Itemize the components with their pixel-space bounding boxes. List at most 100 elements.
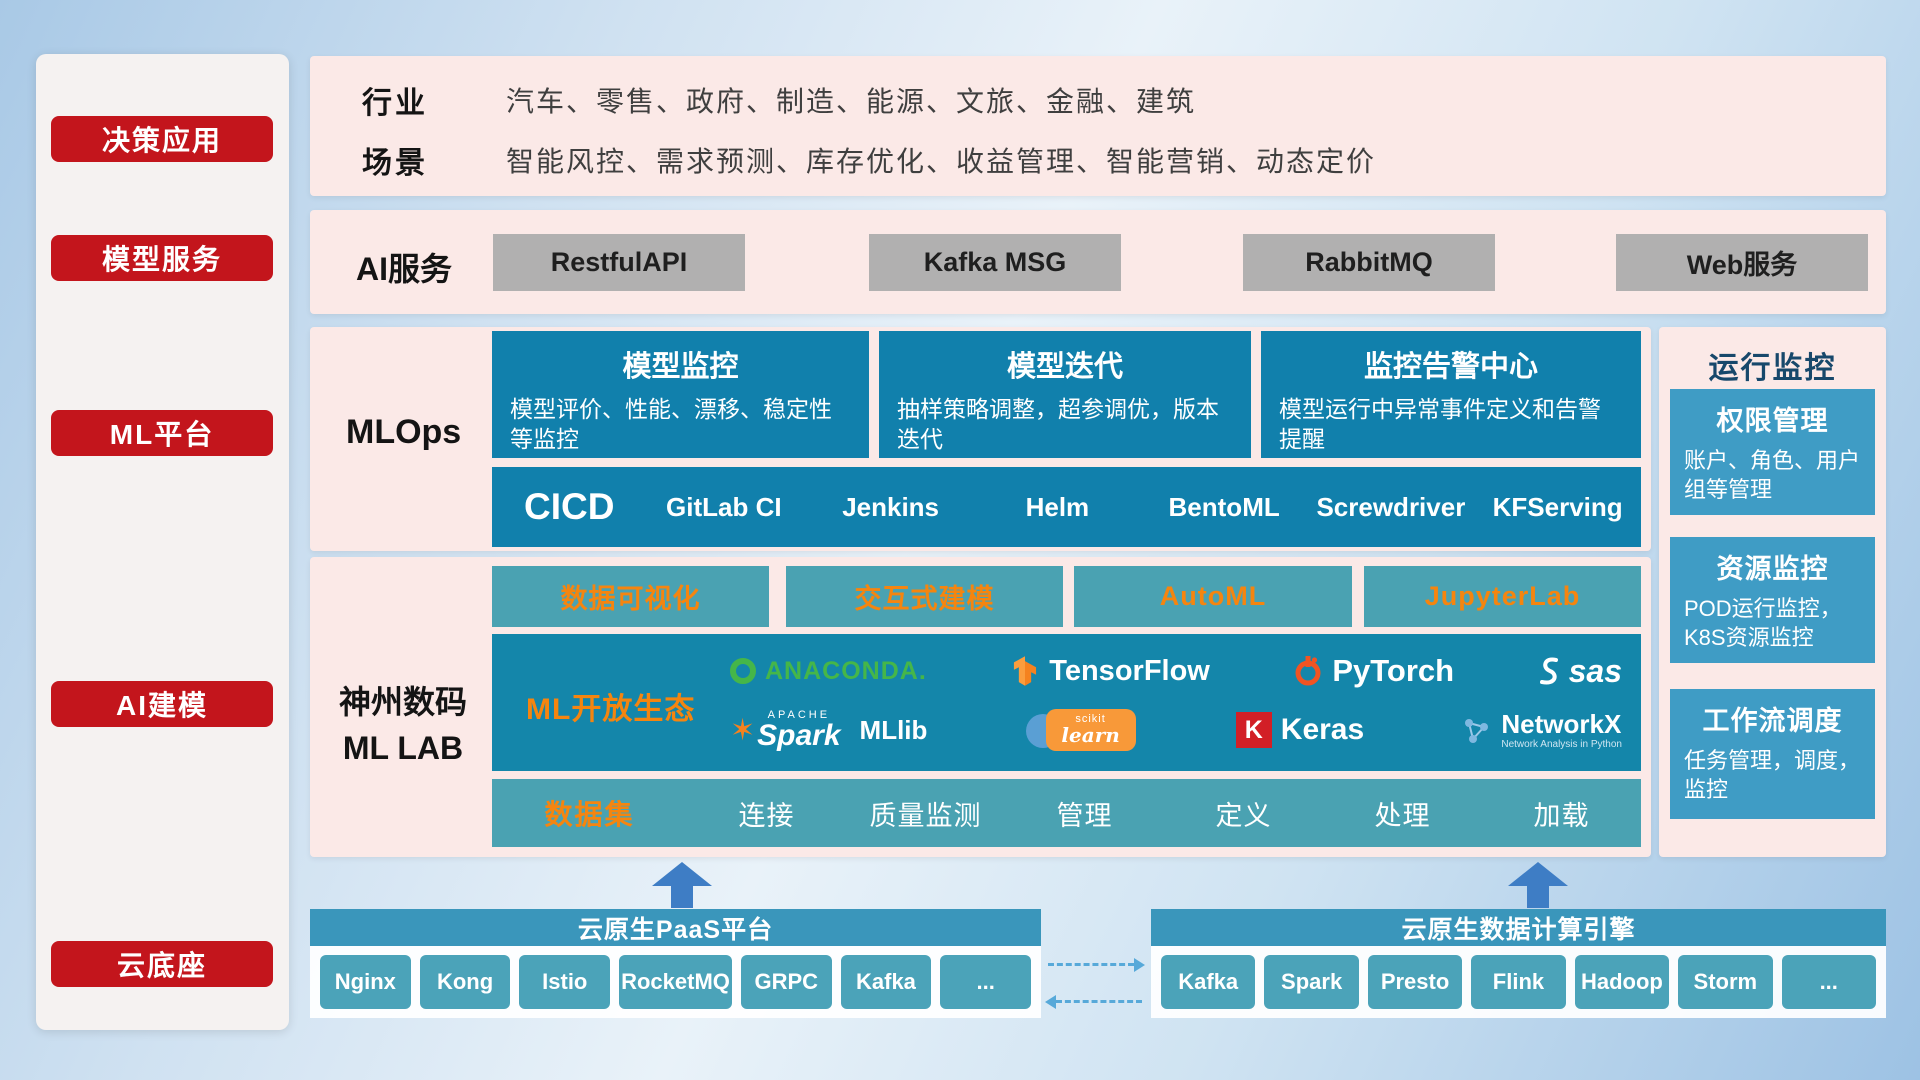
ml-lab-panel: 神州数码 ML LAB 数据可视化 交互式建模 AutoML JupyterLa… [310,557,1651,857]
left-layer-sidebar: 决策应用 模型服务 ML平台 AI建模 云底座 [36,54,289,1030]
card-alert-center: 监控告警中心 模型运行中异常事件定义和告警提醒 [1261,331,1641,458]
cicd-bar: CICD GitLab CI Jenkins Helm BentoML Scre… [492,467,1641,547]
sas-icon [1539,657,1558,685]
networkx-subtitle: Network Analysis in Python [1501,738,1622,750]
card-title: 资源监控 [1716,554,1829,584]
dashed-arrow-right [1048,958,1145,972]
dataset-row: 数据集 连接 质量监测 管理 定义 处理 加载 [492,779,1641,847]
card-title: 权限管理 [1716,406,1829,436]
card-title: 工作流调度 [1702,706,1843,736]
up-arrow-right [1506,862,1570,913]
tool-interactive-modeling: 交互式建模 [786,566,1063,627]
cicd-tool-gitlab: GitLab CI [666,491,782,522]
ecosystem-logo-row-2: ✶ APACHE Spark MLlib scikit learn [730,702,1622,758]
service-rabbitmq: RabbitMQ [1243,234,1495,291]
industry-label: 行业 [362,87,428,120]
industry-list: 汽车、零售、政府、制造、能源、文旅、金融、建筑 [506,86,1197,117]
chip-kong: Kong [419,955,511,1009]
tensorflow-label: TensorFlow [1049,654,1210,687]
card-title: 监控告警中心 [1363,351,1538,383]
pytorch-icon [1295,656,1321,686]
scikit-label: scikit [1075,713,1106,725]
pytorch-label: PyTorch [1332,653,1455,688]
cicd-tool-jenkins: Jenkins [842,491,940,522]
card-workflow-scheduler: 工作流调度 任务管理，调度，监控 [1670,689,1875,819]
scikit-learn-badge: scikit learn [1045,709,1136,751]
networkx-icon [1465,719,1489,743]
paas-platform-title: 云原生PaaS平台 [310,909,1041,946]
dataset-manage: 管理 [1056,800,1113,831]
card-desc: POD运行监控，K8S资源监控 [1684,596,1842,651]
spark-label: Spark [757,718,841,752]
tensorflow-icon [1014,656,1037,686]
anaconda-icon [730,658,756,684]
networkx-logo: NetworkX Network Analysis in Python [1462,710,1622,750]
card-resource-monitor: 资源监控 POD运行监控，K8S资源监控 [1670,537,1875,663]
chip-nginx: Nginx [320,955,411,1009]
card-desc: 抽样策略调整，超参调优，版本迭代 [897,396,1219,453]
brand-line2: ML LAB [342,730,464,767]
dataset-process: 处理 [1374,800,1431,831]
chip-rocketmq: RocketMQ [619,955,732,1009]
card-permission-mgmt: 权限管理 账户、角色、用户组等管理 [1670,389,1875,515]
sas-label: sas [1568,652,1622,689]
scene-list: 智能风控、需求预测、库存优化、收益管理、智能营销、动态定价 [506,146,1377,177]
card-desc: 任务管理，调度，监控 [1684,748,1861,803]
chip-hadoop: Hadoop [1574,955,1670,1009]
keras-label: Keras [1280,713,1365,746]
ecosystem-logo-row-1: ANACONDA. TensorFlow PyTorch [730,646,1622,696]
chip-more: ... [940,955,1032,1009]
ml-ecosystem-box: ML开放生态 ANACONDA. TensorFlow [492,634,1641,771]
layer-ml-platform: ML平台 [51,410,273,456]
card-desc: 账户、角色、用户组等管理 [1684,448,1861,503]
data-engine-items: Kafka Spark Presto Flink Hadoop Storm ..… [1151,946,1886,1018]
layer-model-service: 模型服务 [51,235,273,281]
chip-flink: Flink [1471,955,1566,1009]
data-engine-title: 云原生数据计算引擎 [1151,909,1886,946]
dataset-quality: 质量监测 [869,800,982,831]
spark-star-icon: ✶ [730,713,756,747]
cicd-tool-kfserving: KFServing [1492,491,1623,522]
card-title: 模型迭代 [1006,351,1123,383]
anaconda-logo: ANACONDA. [730,657,927,686]
card-model-iteration: 模型迭代 抽样策略调整，超参调优，版本迭代 [879,331,1251,458]
service-web: Web服务 [1616,234,1868,291]
mllib-label: MLlib [859,714,928,745]
keras-logo: K Keras [1235,712,1365,748]
up-arrow-left [650,862,714,913]
ai-service-panel: AI服务 RestfulAPI Kafka MSG RabbitMQ Web服务 [310,210,1886,314]
chip-storm: Storm [1678,955,1773,1009]
brand-line1: 神州数码 [338,684,467,720]
chip-presto: Presto [1367,955,1463,1009]
cicd-tool-helm: Helm [1025,491,1090,522]
scene-label: 场景 [362,147,428,180]
tensorflow-logo: TensorFlow [1010,655,1210,688]
networkx-label: NetworkX [1501,709,1622,740]
cicd-tool-screwdriver: Screwdriver [1316,491,1466,522]
scikit-learn-logo: scikit learn [1025,707,1138,753]
chip-more2: ... [1781,955,1876,1009]
runtime-monitor-panel: 运行监控 权限管理 账户、角色、用户组等管理 资源监控 POD运行监控，K8S资… [1659,327,1886,857]
runtime-monitor-title: 运行监控 [1708,352,1837,385]
chip-spark: Spark [1264,955,1359,1009]
card-desc: 模型运行中异常事件定义和告警提醒 [1279,396,1601,453]
layer-ai-modeling: AI建模 [51,681,273,727]
spark-mllib-logo: ✶ APACHE Spark MLlib [730,708,928,752]
card-title: 模型监控 [622,351,739,383]
keras-icon: K [1235,712,1272,748]
mlops-label: MLOps [346,413,462,451]
service-kafka-msg: Kafka MSG [869,234,1121,291]
tool-data-visualization: 数据可视化 [492,566,769,627]
spark-logo: ✶ APACHE Spark [730,708,841,752]
mlops-panel: MLOps 模型监控 模型评价、性能、漂移、稳定性等监控 模型迭代 抽样策略调整… [310,327,1651,551]
card-desc: 模型评价、性能、漂移、稳定性等监控 [510,396,832,453]
layer-cloud-base: 云底座 [51,941,273,987]
spark-apache-label: APACHE [767,708,831,721]
ai-service-label: AI服务 [356,251,453,287]
sas-logo: sas [1538,653,1622,690]
dashed-arrow-left [1045,995,1142,1009]
industry-scene-panel: 行业 汽车、零售、政府、制造、能源、文旅、金融、建筑 场景 智能风控、需求预测、… [310,56,1886,196]
chip-istio: Istio [519,955,611,1009]
dataset-connect: 连接 [738,800,795,831]
